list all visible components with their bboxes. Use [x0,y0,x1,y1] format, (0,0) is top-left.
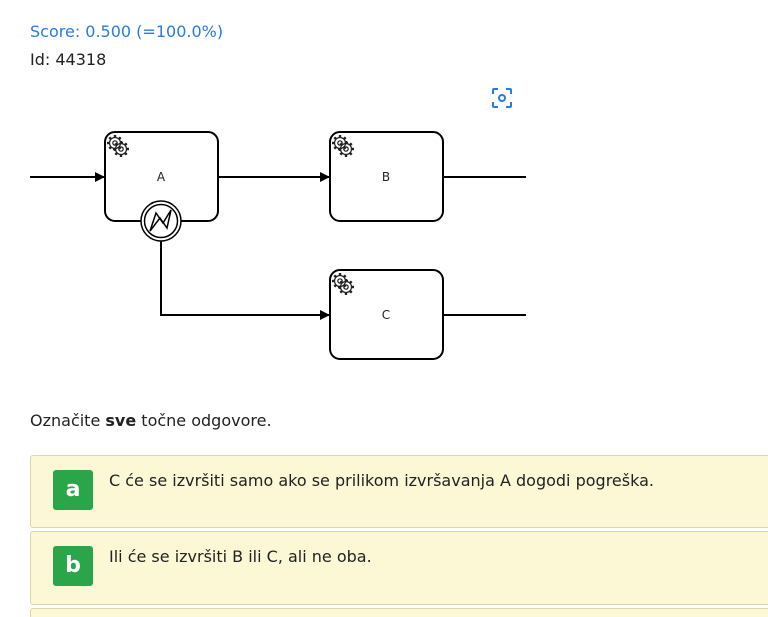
instruction-text: Označite sve točne odgovore. [30,411,272,430]
score-text: Score: 0.500 (=100.0%) [30,22,224,41]
answer-letter-badge: a [53,470,93,510]
question-id: Id: 44318 [30,50,107,69]
task-b-label: B [382,170,390,184]
answer-option-b[interactable]: b Ili će se izvršiti B ili C, ali ne oba… [30,531,768,605]
task-c-label: C [382,308,390,322]
task-b: B [329,131,444,222]
error-event-icon [149,209,172,232]
error-boundary-event [140,200,182,242]
answer-text: C će se izvršiti samo ako se prilikom iz… [109,471,654,490]
answer-text: Ili će se izvršiti B ili C, ali ne oba. [109,547,372,566]
fullscreen-icon [492,88,512,108]
exception-flow-to-c [160,241,330,320]
answer-option-c[interactable] [30,608,768,617]
fullscreen-button[interactable] [491,87,513,109]
answer-letter-badge: b [53,546,93,586]
bpmn-diagram: A B C [30,131,526,360]
task-c: C [329,269,444,360]
answer-option-a[interactable]: a C će se izvršiti samo ako se prilikom … [30,455,768,528]
task-a-label: A [157,170,166,184]
